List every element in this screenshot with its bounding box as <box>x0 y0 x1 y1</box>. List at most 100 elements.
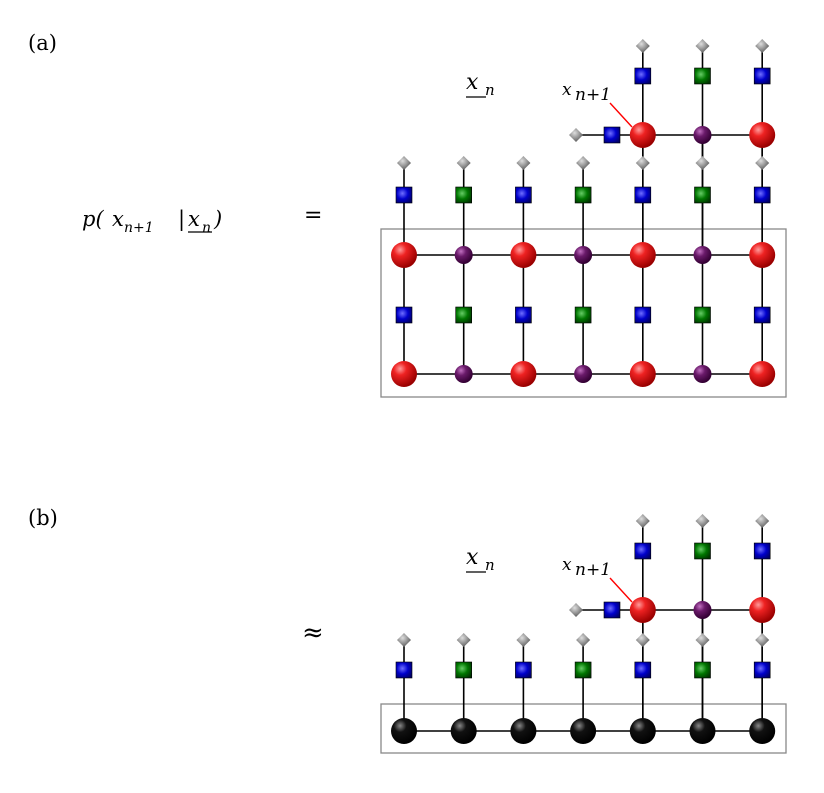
purple-node <box>693 246 712 264</box>
black-node <box>570 718 597 744</box>
green-square-node <box>455 306 473 324</box>
diamond-node <box>569 128 583 142</box>
green-square-node <box>455 661 473 679</box>
green-square-node <box>694 306 711 324</box>
xnp1-label: x <box>562 555 572 575</box>
black-node <box>689 718 716 744</box>
blue-square-node <box>603 126 621 144</box>
lhs-x-sub: n+1 <box>124 220 154 236</box>
lhs-close: ) <box>213 207 222 231</box>
diamond-node <box>635 39 650 53</box>
diamond-node <box>576 156 591 170</box>
red-node <box>629 242 656 268</box>
green-square-node <box>574 306 592 324</box>
blue-square-node <box>634 661 652 679</box>
blue-square-node <box>753 306 771 324</box>
nodes <box>391 39 776 744</box>
blue-square-node <box>634 67 652 85</box>
blue-square-node <box>753 67 771 85</box>
diamond-node <box>397 156 411 170</box>
red-node <box>629 122 656 148</box>
purple-node <box>454 246 473 264</box>
diamond-node <box>456 633 471 647</box>
green-square-node <box>694 67 711 85</box>
diamond-node <box>755 156 770 170</box>
blue-square-node <box>515 661 532 679</box>
black-node <box>510 718 537 744</box>
blue-square-node <box>634 542 652 560</box>
red-node <box>629 361 656 387</box>
diamond-node <box>635 514 650 528</box>
red-node <box>629 597 656 623</box>
black-node <box>749 718 776 744</box>
purple-node <box>574 246 593 264</box>
lhs-bar: | <box>178 207 185 232</box>
bonds <box>380 46 787 754</box>
red-node <box>510 361 537 387</box>
xnp1-label-sub: n+1 <box>575 560 611 580</box>
purple-node <box>693 365 712 383</box>
lhs-xn: x <box>188 207 200 231</box>
lhs-xn-sub: n <box>202 220 211 236</box>
diamond-node <box>635 156 650 170</box>
purple-node <box>693 601 712 619</box>
blue-square-node <box>753 661 771 679</box>
green-square-node <box>694 186 711 204</box>
blue-square-node <box>634 306 652 324</box>
diamond-node <box>755 39 770 53</box>
black-node <box>450 718 477 744</box>
diamond-node <box>695 633 710 647</box>
purple-node <box>574 365 593 383</box>
blue-square-node <box>753 542 771 560</box>
red-node <box>391 361 417 387</box>
lhs-x: x <box>112 207 124 231</box>
bond <box>609 577 633 603</box>
red-node <box>391 242 417 268</box>
xn-label-sub: n <box>485 81 495 99</box>
green-square-node <box>574 186 592 204</box>
xn-label-sub: n <box>485 556 495 574</box>
black-node <box>629 718 656 744</box>
red-node <box>749 361 776 387</box>
xnp1-label: x <box>562 80 572 100</box>
bond <box>609 102 633 128</box>
purple-node <box>693 126 712 144</box>
lhs-p: p( <box>82 207 104 231</box>
green-square-node <box>694 661 711 679</box>
green-square-node <box>694 542 711 560</box>
blue-square-node <box>395 186 413 204</box>
blue-square-node <box>395 306 413 324</box>
xnp1-label-sub: n+1 <box>575 85 611 105</box>
blue-square-node <box>634 186 652 204</box>
diamond-node <box>456 156 471 170</box>
diamond-node <box>755 514 770 528</box>
diamond-node <box>755 633 770 647</box>
blue-square-node <box>515 186 532 204</box>
diamond-node <box>635 633 650 647</box>
panel-label-b: (b) <box>28 506 58 530</box>
diamond-node <box>516 633 531 647</box>
purple-node <box>454 365 473 383</box>
green-square-node <box>574 661 592 679</box>
diamond-node <box>569 603 583 617</box>
approx-sign: ≈ <box>302 618 324 648</box>
red-node <box>749 122 776 148</box>
xn-label: x <box>466 545 479 570</box>
red-node <box>510 242 537 268</box>
diamond-node <box>516 156 531 170</box>
blue-square-node <box>753 186 771 204</box>
red-node <box>749 597 776 623</box>
blue-square-node <box>515 306 532 324</box>
black-node <box>391 718 417 744</box>
diamond-node <box>397 633 411 647</box>
blue-square-node <box>395 661 413 679</box>
diamond-node <box>695 156 710 170</box>
diamond-node <box>695 514 710 528</box>
xn-label: x <box>466 70 479 95</box>
lhs-formula: p( x n+1 | x n ) <box>82 207 222 236</box>
red-node <box>749 242 776 268</box>
blue-square-node <box>603 601 621 619</box>
green-square-node <box>455 186 473 204</box>
